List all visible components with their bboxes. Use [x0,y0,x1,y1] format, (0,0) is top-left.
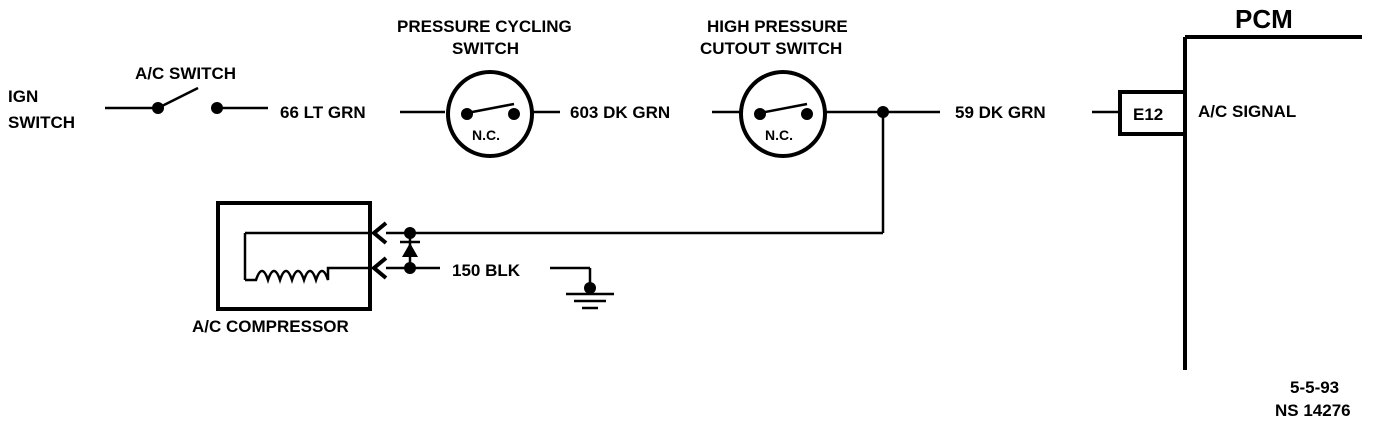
ign-switch-label-line2: SWITCH [8,113,75,132]
ign-switch-label-line1: IGN [8,87,38,106]
pcm-label: PCM [1235,4,1293,34]
clamping-diode [386,227,420,274]
pressure-cycling-label-line2: SWITCH [452,39,519,58]
wire-150-label: 150 BLK [452,261,521,280]
pressure-cycling-label-line1: PRESSURE CYCLING [397,17,572,36]
reference-number: NS 14276 [1275,401,1351,420]
splice-junction [410,106,889,235]
high-pressure-label-line1: HIGH PRESSURE [707,17,848,36]
pin-e12-label: E12 [1133,105,1163,124]
wire-66-label: 66 LT GRN [280,103,366,122]
nc-label-2: N.C. [765,127,793,143]
pin-e12-box [1118,90,1187,136]
ground-symbol [550,266,614,310]
ac-compressor-symbol [216,201,388,311]
ac-signal-label: A/C SIGNAL [1198,102,1296,121]
high-pressure-cutout-switch [739,70,940,158]
high-pressure-label-line2: CUTOUT SWITCH [700,39,842,58]
pcm-boundary [1183,35,1362,370]
pressure-cycling-switch [446,70,560,158]
nc-label-1: N.C. [472,127,500,143]
date-label: 5-5-93 [1290,378,1339,397]
wire-603-label: 603 DK GRN [570,103,670,122]
ac-switch-label: A/C SWITCH [135,64,236,83]
ac-compressor-label: A/C COMPRESSOR [192,317,349,336]
ac-switch-symbol [105,86,268,114]
wire-59-label: 59 DK GRN [955,103,1046,122]
